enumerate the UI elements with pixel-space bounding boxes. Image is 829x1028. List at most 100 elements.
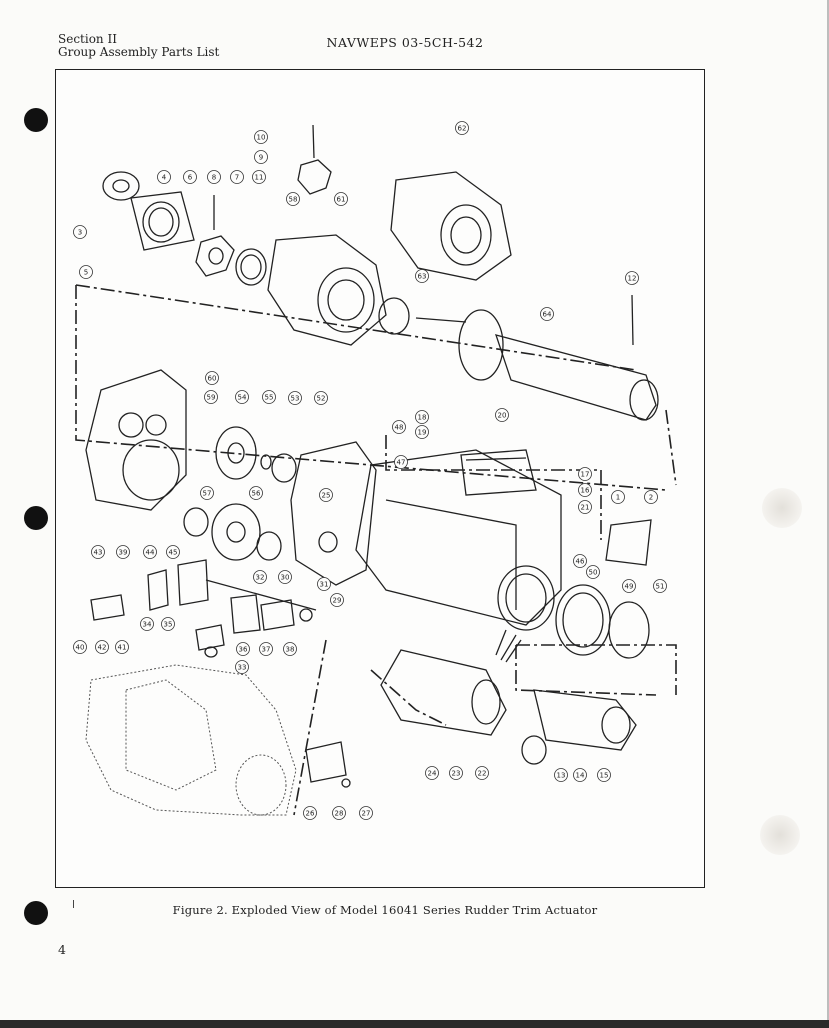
- callout-12: 12: [625, 271, 639, 285]
- callout-30: 30: [278, 570, 292, 584]
- callout-5: 5: [79, 265, 93, 279]
- callout-22: 22: [475, 766, 489, 780]
- callout-circle: [475, 766, 489, 780]
- callout-10: 10: [254, 130, 268, 144]
- callout-26: 26: [303, 806, 317, 820]
- callout-circle: [236, 642, 250, 656]
- callout-59: 59: [204, 390, 218, 404]
- callout-circle: [578, 500, 592, 514]
- callout-39: 39: [116, 545, 130, 559]
- callout-circle: [597, 768, 611, 782]
- callout-circle: [259, 642, 273, 656]
- callout-51: 51: [653, 579, 667, 593]
- callout-23: 23: [449, 766, 463, 780]
- callout-circle: [262, 390, 276, 404]
- callout-label: 35: [164, 621, 173, 629]
- callout-label: 58: [289, 196, 298, 204]
- callout-label: 17: [581, 471, 590, 479]
- callout-label: 29: [333, 597, 342, 605]
- callout-50: 50: [586, 565, 600, 579]
- callout-label: 13: [557, 772, 566, 780]
- callout-label: 45: [169, 549, 178, 557]
- callout-circle: [586, 565, 600, 579]
- callout-31: 31: [317, 577, 331, 591]
- callout-circle: [319, 488, 333, 502]
- callout-circle: [204, 390, 218, 404]
- callout-60: 60: [205, 371, 219, 385]
- callout-label: 33: [238, 664, 247, 672]
- callout-circle: [288, 391, 302, 405]
- callout-circle: [95, 640, 109, 654]
- callout-circle: [455, 121, 469, 135]
- callout-circle: [578, 483, 592, 497]
- callout-label: 30: [281, 574, 290, 582]
- callout-label: 1: [616, 494, 620, 502]
- callout-label: 59: [207, 394, 216, 402]
- callout-35: 35: [161, 617, 175, 631]
- callout-label: 20: [498, 412, 507, 420]
- document-number: NAVWEPS 03-5CH-542: [326, 35, 484, 50]
- callout-label: 39: [119, 549, 128, 557]
- callout-19: 19: [415, 425, 429, 439]
- callout-circle: [116, 545, 130, 559]
- callout-53: 53: [288, 391, 302, 405]
- callout-circle: [415, 425, 429, 439]
- callout-38: 38: [283, 642, 297, 656]
- callout-circle: [611, 490, 625, 504]
- callout-circle: [183, 170, 197, 184]
- callout-41: 41: [115, 640, 129, 654]
- callout-label: 62: [458, 125, 467, 133]
- callout-label: 50: [589, 569, 598, 577]
- callout-label: 51: [656, 583, 665, 591]
- callout-47: 47: [394, 455, 408, 469]
- binder-hole: [24, 901, 48, 925]
- callout-circle: [161, 617, 175, 631]
- callout-40: 40: [73, 640, 87, 654]
- callout-circle: [303, 806, 317, 820]
- scan-edge: [0, 1020, 829, 1028]
- callout-37: 37: [259, 642, 273, 656]
- callout-circle: [79, 265, 93, 279]
- callout-circle: [252, 170, 266, 184]
- callout-27: 27: [359, 806, 373, 820]
- callout-label: 9: [259, 154, 263, 162]
- callout-15: 15: [597, 768, 611, 782]
- callout-label: 54: [238, 394, 247, 402]
- callout-circle: [334, 192, 348, 206]
- callout-8: 8: [207, 170, 221, 184]
- callout-circle: [653, 579, 667, 593]
- callout-circle: [143, 545, 157, 559]
- callout-circle: [205, 371, 219, 385]
- callout-9: 9: [254, 150, 268, 164]
- callout-circle: [449, 766, 463, 780]
- callout-circle: [253, 570, 267, 584]
- callout-circle: [91, 545, 105, 559]
- callout-circle: [625, 271, 639, 285]
- callout-label: 26: [306, 810, 315, 818]
- figure-caption: Figure 2. Exploded View of Model 16041 S…: [172, 903, 598, 917]
- callout-label: 18: [418, 414, 427, 422]
- callout-label: 7: [235, 174, 239, 182]
- callout-label: 2: [649, 494, 653, 502]
- callout-circle: [415, 269, 429, 283]
- callout-label: 16: [581, 487, 590, 495]
- callout-label: 3: [78, 229, 82, 237]
- callout-16: 16: [578, 483, 592, 497]
- callout-circle: [230, 170, 244, 184]
- callout-32: 32: [253, 570, 267, 584]
- callout-label: 48: [395, 424, 404, 432]
- callout-46: 46: [573, 554, 587, 568]
- callout-circle: [332, 806, 346, 820]
- callout-label: 21: [581, 504, 590, 512]
- callout-13: 13: [554, 768, 568, 782]
- callout-label: 32: [256, 574, 265, 582]
- callout-62: 62: [455, 121, 469, 135]
- callout-52: 52: [314, 391, 328, 405]
- callout-label: 42: [98, 644, 107, 652]
- callout-4: 4: [157, 170, 171, 184]
- callout-circle: [425, 766, 439, 780]
- callout-label: 31: [320, 581, 329, 589]
- callout-2: 2: [644, 490, 658, 504]
